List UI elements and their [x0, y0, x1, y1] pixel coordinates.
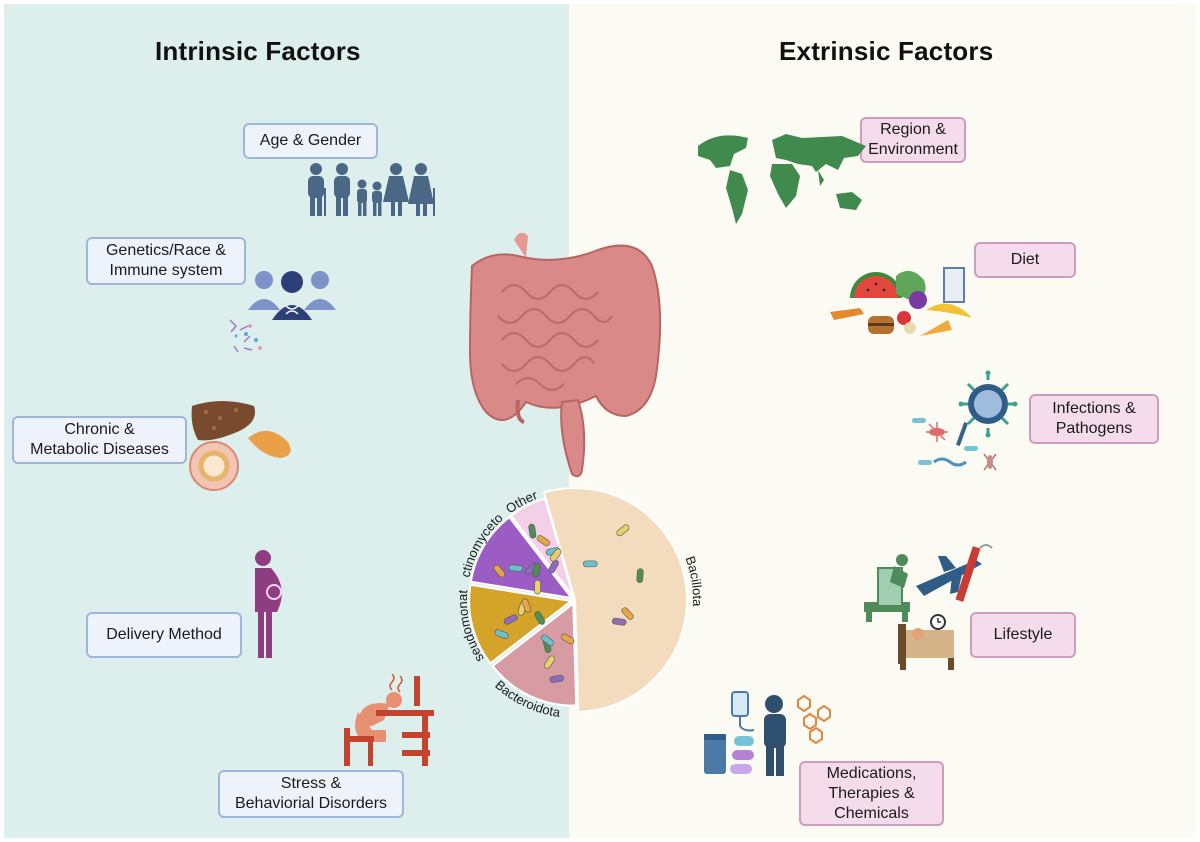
stressed-person-icon [344, 673, 434, 766]
infections-pathogens-label: Infections & Pathogens [1052, 400, 1136, 437]
bacteria-glyph [534, 611, 545, 625]
bacteria-glyph [611, 617, 627, 626]
chronic-metabolic-box: Chronic & Metabolic Diseases [12, 416, 187, 464]
chronic-metabolic-label: Chronic & Metabolic Diseases [30, 421, 169, 458]
region-environment-box: Region & Environment [860, 117, 966, 163]
extrinsic-heading: Extrinsic Factors [779, 36, 994, 66]
family-icon [308, 163, 435, 216]
genetics-immune-label: Genetics/Race & Immune system [105, 242, 227, 279]
bacteria-glyph [560, 633, 575, 645]
lifestyle-icon [864, 544, 993, 670]
bacteria-glyph [536, 535, 550, 547]
bacteria-glyph [548, 559, 559, 574]
lifestyle-box: Lifestyle [970, 612, 1076, 658]
bacteria-glyph [543, 655, 556, 669]
bacteria-glyph [549, 674, 565, 683]
bacteria-glyph [503, 614, 518, 625]
diet-label: Diet [1010, 251, 1040, 268]
medications-box: Medications, Therapies & Chemicals [799, 761, 944, 826]
bacteria-glyph [621, 607, 634, 620]
lifestyle-label: Lifestyle [993, 626, 1053, 643]
bacteria-glyph [636, 568, 644, 583]
intrinsic-heading: Intrinsic Factors [155, 36, 361, 66]
pregnant-woman-icon [255, 550, 282, 658]
infections-pathogens-box: Infections & Pathogens [1029, 394, 1159, 444]
world-map-icon [698, 134, 866, 224]
genetics-immune-box: Genetics/Race & Immune system [86, 237, 246, 285]
age-gender-box: Age & Gender [243, 123, 378, 159]
bacteria-glyph [534, 579, 541, 595]
food-icon [830, 267, 972, 336]
pie-slice-others [509, 497, 575, 598]
pie-slice-bacillota [542, 487, 688, 713]
bacteria-glyph [532, 562, 541, 578]
bacteria-glyph [616, 524, 630, 537]
stress-behavioral-box: Stress & Behaviorial Disorders [218, 770, 404, 818]
genetics-people-icon [229, 271, 336, 353]
age-gender-label: Age & Gender [259, 132, 362, 149]
bacteria-glyph [493, 564, 506, 578]
stress-behavioral-label: Stress & Behaviorial Disorders [234, 775, 388, 812]
bacteria-glyph [528, 523, 537, 539]
pie-slice-pseudomonata [468, 583, 574, 665]
bacteria-glyph [549, 548, 562, 562]
bacteria-glyph [541, 634, 554, 647]
virus-bacteria-icon [912, 370, 1018, 471]
diet-box: Diet [974, 242, 1076, 278]
intestine-icon [468, 232, 662, 478]
bacteria-glyph [494, 629, 509, 639]
delivery-method-label: Delivery Method [106, 626, 222, 643]
medication-icon [704, 691, 831, 776]
bacteria-glyph [521, 598, 532, 613]
liver-pancreas-icon [189, 401, 291, 491]
region-environment-label: Region & Environment [868, 121, 958, 158]
bacteria-glyph [508, 564, 524, 572]
phylum-pie-chart: BacillotaBacteroidotaPseudomonataActinom… [436, 458, 705, 720]
delivery-method-box: Delivery Method [86, 612, 242, 658]
medications-label: Medications, Therapies & Chemicals [826, 764, 917, 822]
pie-slice-actinomycetota [469, 515, 574, 600]
bacteria-glyph [582, 560, 598, 568]
